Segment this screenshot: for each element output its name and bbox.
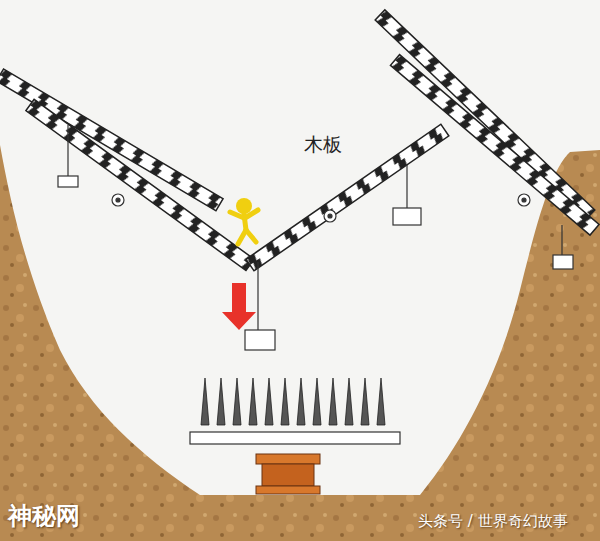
spike bbox=[345, 378, 353, 425]
counterweights bbox=[58, 125, 573, 350]
spike bbox=[361, 378, 369, 425]
watermark: 头条号 / 世界奇幻故事 bbox=[418, 512, 568, 531]
spike bbox=[297, 378, 305, 425]
plank bbox=[390, 55, 599, 235]
spike-board bbox=[190, 432, 400, 444]
coffin bbox=[256, 454, 320, 494]
spike bbox=[313, 378, 321, 425]
spike bbox=[217, 378, 225, 425]
fall-arrow bbox=[222, 283, 256, 330]
spike bbox=[265, 378, 273, 425]
plank bbox=[246, 124, 449, 270]
watermark: 神秘网 bbox=[8, 500, 80, 532]
plank bbox=[26, 99, 254, 270]
part-label: 木板 bbox=[304, 132, 342, 158]
spike bbox=[377, 378, 385, 425]
spike bbox=[201, 378, 209, 425]
spike bbox=[281, 378, 289, 425]
plank bbox=[0, 69, 223, 211]
plank bbox=[375, 10, 595, 220]
falling-person bbox=[230, 198, 258, 244]
spike bbox=[249, 378, 257, 425]
spike bbox=[329, 378, 337, 425]
spike-row bbox=[201, 378, 385, 425]
soil bbox=[0, 145, 600, 541]
spike bbox=[233, 378, 241, 425]
